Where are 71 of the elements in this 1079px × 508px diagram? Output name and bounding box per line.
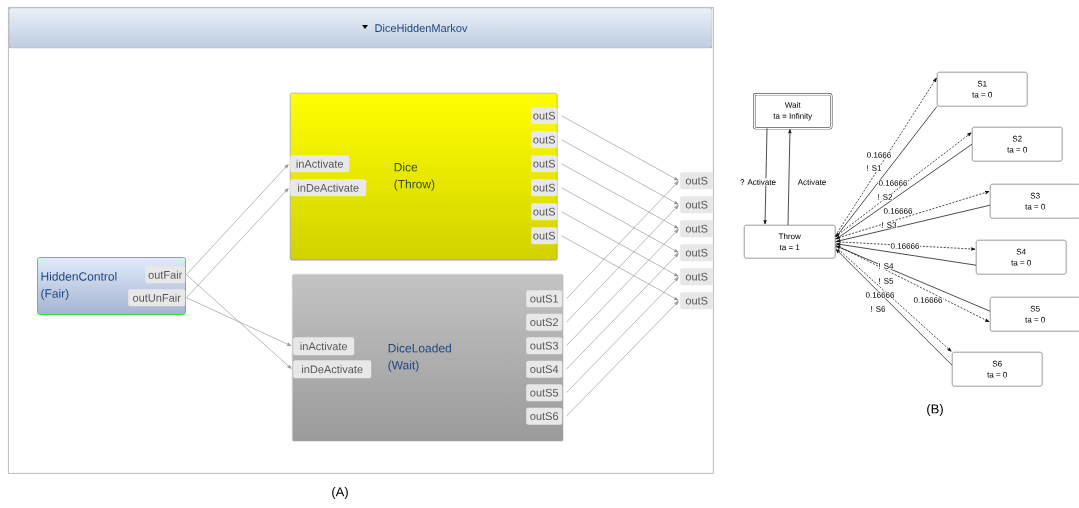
panel-label: (A) [332,486,348,500]
arrow [835,191,990,240]
state-box: S2 ta = 0 [972,127,1063,162]
arrow [186,297,292,347]
arrow [835,106,938,238]
port-label: outFair [145,266,186,284]
arrow [787,129,792,226]
port-label: outS [680,220,714,238]
panel-label: (B) [927,403,943,417]
arrow [186,274,292,369]
arrow [566,301,679,417]
port-label: outUnFair [128,289,186,307]
arrow [566,229,679,346]
arrow [561,115,679,181]
state-box: Throw ta = 1 [744,225,836,259]
port-label: inDeActivate [290,179,367,197]
port-label: outS [531,131,558,149]
port-label: outS1 [526,290,563,308]
edge-label: 0.16666 [865,291,895,299]
arrow [561,139,679,205]
port-label: outS [531,203,558,221]
arrow [835,244,990,323]
port-label: inActivate [290,155,350,173]
arrow [561,235,679,301]
arrow [836,204,991,243]
state-box: S1 ta = 0 [937,72,1028,107]
port-label: outS [680,244,714,262]
edge-label: ! S2 [877,193,893,201]
arrow [566,205,679,323]
edge-label: ? Activate [739,178,777,186]
port-label: outS3 [526,337,563,355]
port-label: inDeActivate [293,360,372,379]
edge-label: ! S3 [881,221,897,229]
port-label: outS [531,227,558,245]
arrow [763,128,768,225]
arrow [561,187,679,253]
port-label: outS [680,292,714,310]
state-box: S4 ta = 0 [976,240,1067,275]
arrow [835,241,976,251]
state-box: S5 ta = 0 [990,297,1079,332]
port-label: outS [680,268,714,286]
edge-label: ! S6 [870,305,886,313]
port-label: outS [531,179,558,197]
edge-label: 0.16666 [878,179,908,187]
arrow [186,164,289,275]
port-label: outS [680,196,714,214]
edge-label: ! S5 [878,277,894,285]
arrow [566,277,679,393]
edge-label: 0.16666 [883,207,913,215]
port-label: outS5 [526,384,563,402]
arrow [566,253,679,370]
arrow [186,188,289,298]
edge-label: 0.1666 [866,151,892,159]
arrow [566,181,679,299]
edge-label: 0.16666 [913,296,943,304]
edge-label: Activate [797,178,827,186]
port-label: outS [531,155,558,173]
arrow [561,163,679,229]
arrow [836,245,991,312]
port-label: outS [531,107,558,125]
edge-label: 0.16666 [890,242,920,250]
state-box: S3 ta = 0 [990,184,1079,219]
state-box: Wait ta = Infinity [753,93,833,130]
state-box: S6 ta = 0 [952,352,1043,387]
arrow [561,211,679,277]
port-label: outS [680,172,714,190]
edge-label: ! S1 [866,164,882,172]
port-label: inActivate [293,337,355,356]
arrow [836,242,977,266]
arrow [835,77,937,237]
edge-label: ! S4 [878,262,894,270]
